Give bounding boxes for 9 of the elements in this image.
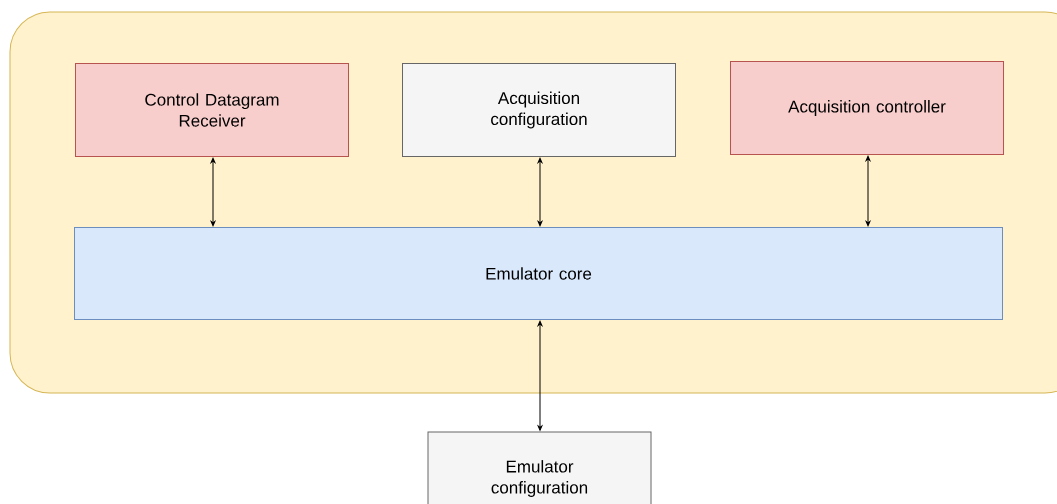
arrow bbox=[537, 320, 543, 431]
module-box: Acquisition configuration bbox=[402, 63, 676, 157]
arrow bbox=[865, 155, 871, 227]
core-bar: Emulator core bbox=[74, 227, 1003, 320]
module-box: Control Datagram Receiver bbox=[75, 63, 349, 157]
arrow bbox=[210, 157, 216, 227]
config-box: Emulator configuration bbox=[427, 431, 652, 504]
module-box: Acquisition controller bbox=[730, 61, 1004, 155]
arrow bbox=[537, 157, 543, 227]
